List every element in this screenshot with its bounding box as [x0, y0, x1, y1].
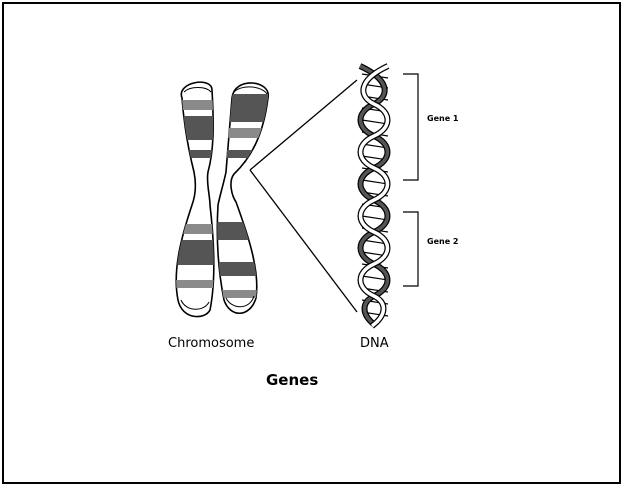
dna-double-helix-icon	[360, 66, 388, 326]
gene2-bracket	[403, 212, 418, 286]
chromosome-label: Chromosome	[168, 336, 254, 351]
zoom-line-bottom	[250, 170, 357, 312]
diagram-title: Genes	[266, 371, 318, 389]
dna-label: DNA	[360, 336, 389, 351]
chromosome-icon	[170, 82, 275, 316]
gene1-bracket	[403, 74, 418, 180]
gene1-label: Gene 1	[427, 114, 458, 123]
gene2-label: Gene 2	[427, 237, 458, 246]
